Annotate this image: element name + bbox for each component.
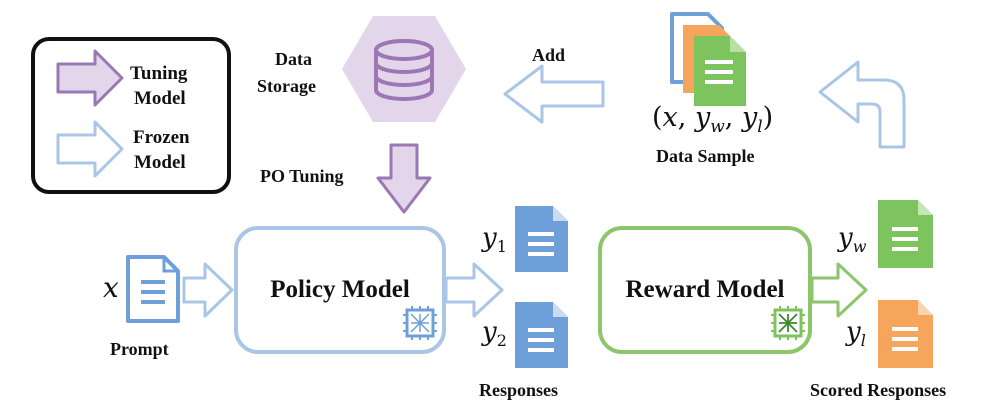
data-sample: (x, yw, yl) Data Sample — [652, 12, 773, 166]
scored-doc-w-icon — [878, 200, 933, 268]
storage-hexagon — [342, 16, 466, 122]
prompt-doc-icon — [126, 255, 180, 323]
legend-frozen-label-2: Model — [134, 152, 186, 173]
prompt-symbol: x — [103, 271, 119, 304]
reward-model: Reward Model — [598, 226, 812, 354]
add-arrow: Add — [503, 45, 605, 124]
legend-tuning-label-1: Tuning — [130, 63, 188, 84]
po-tuning-arrow: PO Tuning — [260, 143, 432, 214]
prompt-to-policy-arrow-icon — [182, 262, 234, 318]
policy-model: Policy Model — [234, 226, 446, 354]
policy-to-responses-arrow-icon — [444, 262, 504, 318]
reward-chip-icon — [771, 306, 805, 340]
prompt-caption: Prompt — [110, 339, 169, 359]
storage-label-2: Storage — [257, 76, 316, 96]
frozen-arrow-icon — [56, 120, 124, 178]
scored-responses: yw yl Scored Responses — [810, 200, 946, 400]
storage-label-1: Data — [275, 49, 312, 69]
doc-stack-icon — [670, 12, 746, 106]
sample-tuple: (x, yw, yl) — [652, 102, 773, 137]
add-arrow-icon — [503, 64, 605, 124]
po-tuning-label: PO Tuning — [260, 166, 344, 186]
legend: Tuning Model Frozen Model — [31, 37, 231, 194]
data-storage: Data Storage — [257, 16, 466, 122]
scored-doc-l-icon — [878, 300, 933, 368]
responses: y1 y2 Responses — [479, 206, 568, 400]
scored-responses-caption: Scored Responses — [810, 380, 946, 400]
return-arrow-icon — [818, 60, 906, 149]
response-y1: y1 — [481, 223, 507, 256]
response-doc-1-icon — [515, 206, 568, 272]
database-icon — [374, 39, 434, 101]
responses-caption: Responses — [479, 380, 558, 400]
policy-model-title: Policy Model — [270, 276, 410, 303]
reward-model-title: Reward Model — [626, 276, 785, 303]
scored-yl: yl — [845, 317, 866, 350]
tuning-arrow-icon — [56, 49, 124, 107]
data-sample-caption: Data Sample — [656, 146, 755, 166]
legend-tuning-label-2: Model — [134, 88, 186, 109]
scored-yw: yw — [837, 223, 867, 256]
response-doc-2-icon — [515, 302, 568, 368]
prompt: x Prompt — [103, 255, 180, 359]
po-tuning-arrow-icon — [376, 143, 432, 214]
legend-frozen-label-1: Frozen — [133, 127, 190, 148]
response-y2: y2 — [481, 317, 507, 350]
chip-icon — [403, 306, 437, 340]
reward-to-scored-arrow-icon — [810, 262, 868, 318]
add-label: Add — [532, 45, 565, 65]
